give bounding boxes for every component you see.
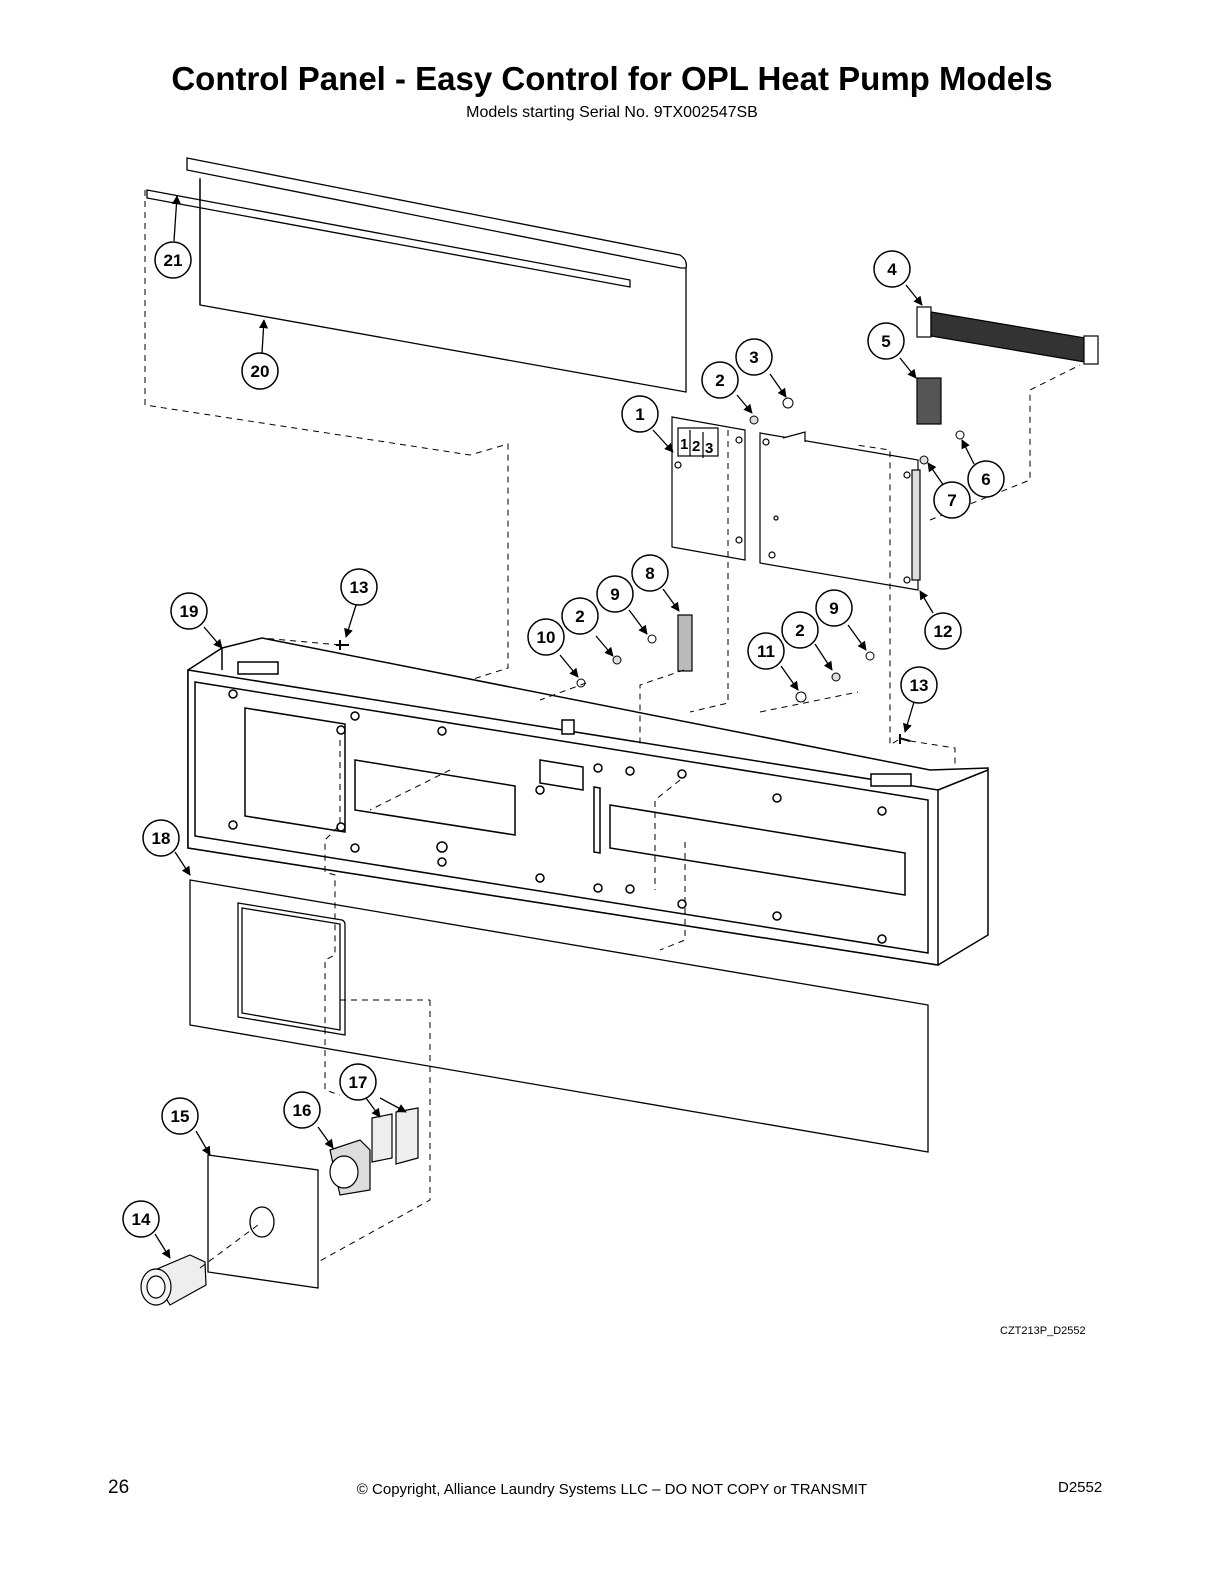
callout-20: 20: [241, 352, 279, 390]
callout-5: 5: [867, 322, 905, 360]
callout-13-right: 13: [900, 666, 938, 704]
page-number: 26: [108, 1477, 130, 1498]
part-17-contact-blocks: [371, 1107, 419, 1165]
figure-code: CZT213P_D2552: [1000, 1325, 1086, 1337]
svg-text:5: 5: [881, 332, 890, 351]
assembly-dashed-lines: [144, 190, 1081, 1269]
svg-text:10: 10: [537, 628, 556, 647]
callout-leaders: [154, 195, 975, 1259]
part-20-overlay-panel: [199, 178, 687, 393]
svg-text:11: 11: [757, 642, 775, 661]
callout-6: 6: [967, 460, 1005, 498]
callout-21: 21: [154, 241, 192, 279]
svg-text:21: 21: [164, 251, 183, 270]
part-21-trim-strip: [146, 157, 688, 288]
svg-text:12: 12: [934, 622, 953, 641]
callout-10: 10: [527, 618, 565, 656]
callout-7: 7: [933, 481, 971, 519]
svg-text:13: 13: [350, 578, 369, 597]
hardware-fasteners: [336, 397, 965, 744]
svg-text:15: 15: [171, 1107, 190, 1126]
svg-text:1: 1: [635, 405, 644, 424]
callout-9-left: 9: [596, 575, 634, 613]
callout-13-left: 13: [340, 568, 378, 606]
callout-2-right: 2: [781, 611, 819, 649]
callout-14: 14: [122, 1200, 160, 1238]
svg-text:8: 8: [645, 564, 654, 583]
svg-text:7: 7: [947, 491, 956, 510]
callout-11: 11: [747, 632, 785, 670]
keypad-digit-1: 1: [680, 436, 688, 453]
svg-text:4: 4: [887, 260, 897, 279]
svg-text:2: 2: [795, 621, 804, 640]
svg-text:2: 2: [715, 371, 724, 390]
svg-text:20: 20: [251, 362, 270, 381]
callout-bubbles: 1 2 3 4 5 6 7 8 9 2 10 9 2 11 12 13 13 1…: [122, 241, 1005, 1238]
keypad-digits: 1 2 3: [680, 436, 713, 457]
callout-4: 4: [873, 250, 911, 288]
svg-text:19: 19: [180, 602, 199, 621]
svg-text:9: 9: [829, 599, 838, 618]
callout-18: 18: [142, 819, 180, 857]
callout-16: 16: [283, 1091, 321, 1129]
part-8-light-pipe: [677, 614, 693, 672]
part-5-connector: [916, 377, 942, 425]
svg-text:3: 3: [749, 348, 758, 367]
part-15-switch-plate: [207, 1154, 319, 1289]
callout-3: 3: [735, 338, 773, 376]
callout-19: 19: [170, 592, 208, 630]
part-1-keypad-board: [671, 416, 746, 561]
keypad-digit-3: 3: [705, 440, 713, 457]
page-subtitle: Models starting Serial No. 9TX002547SB: [466, 104, 758, 121]
copyright-notice: © Copyright, Alliance Laundry Systems LL…: [356, 1481, 868, 1498]
callout-2-top: 2: [701, 361, 739, 399]
part-16-switch-body: [329, 1139, 371, 1196]
svg-text:2: 2: [575, 607, 584, 626]
keypad-digit-2: 2: [692, 438, 700, 455]
callout-8: 8: [631, 554, 669, 592]
page-title: Control Panel - Easy Control for OPL Hea…: [171, 60, 1053, 97]
callout-12: 12: [924, 612, 962, 650]
callout-1: 1: [621, 395, 659, 433]
svg-text:14: 14: [132, 1210, 151, 1229]
part-4-ribbon-cable: [916, 306, 1099, 365]
part-12-control-board: [759, 431, 921, 591]
svg-text:16: 16: [293, 1101, 312, 1120]
callout-9-right: 9: [815, 589, 853, 627]
callout-2-left: 2: [561, 597, 599, 635]
part-18-front-overlay: [189, 879, 929, 1153]
svg-text:13: 13: [910, 676, 929, 695]
callout-15: 15: [161, 1097, 199, 1135]
svg-text:18: 18: [152, 829, 171, 848]
part-19-control-panel-housing: [187, 637, 989, 966]
svg-text:17: 17: [349, 1073, 368, 1092]
part-14-knob: [140, 1254, 207, 1306]
document-code: D2552: [1058, 1479, 1103, 1496]
callout-17: 17: [339, 1063, 377, 1101]
svg-text:6: 6: [981, 470, 990, 489]
svg-text:9: 9: [610, 585, 619, 604]
